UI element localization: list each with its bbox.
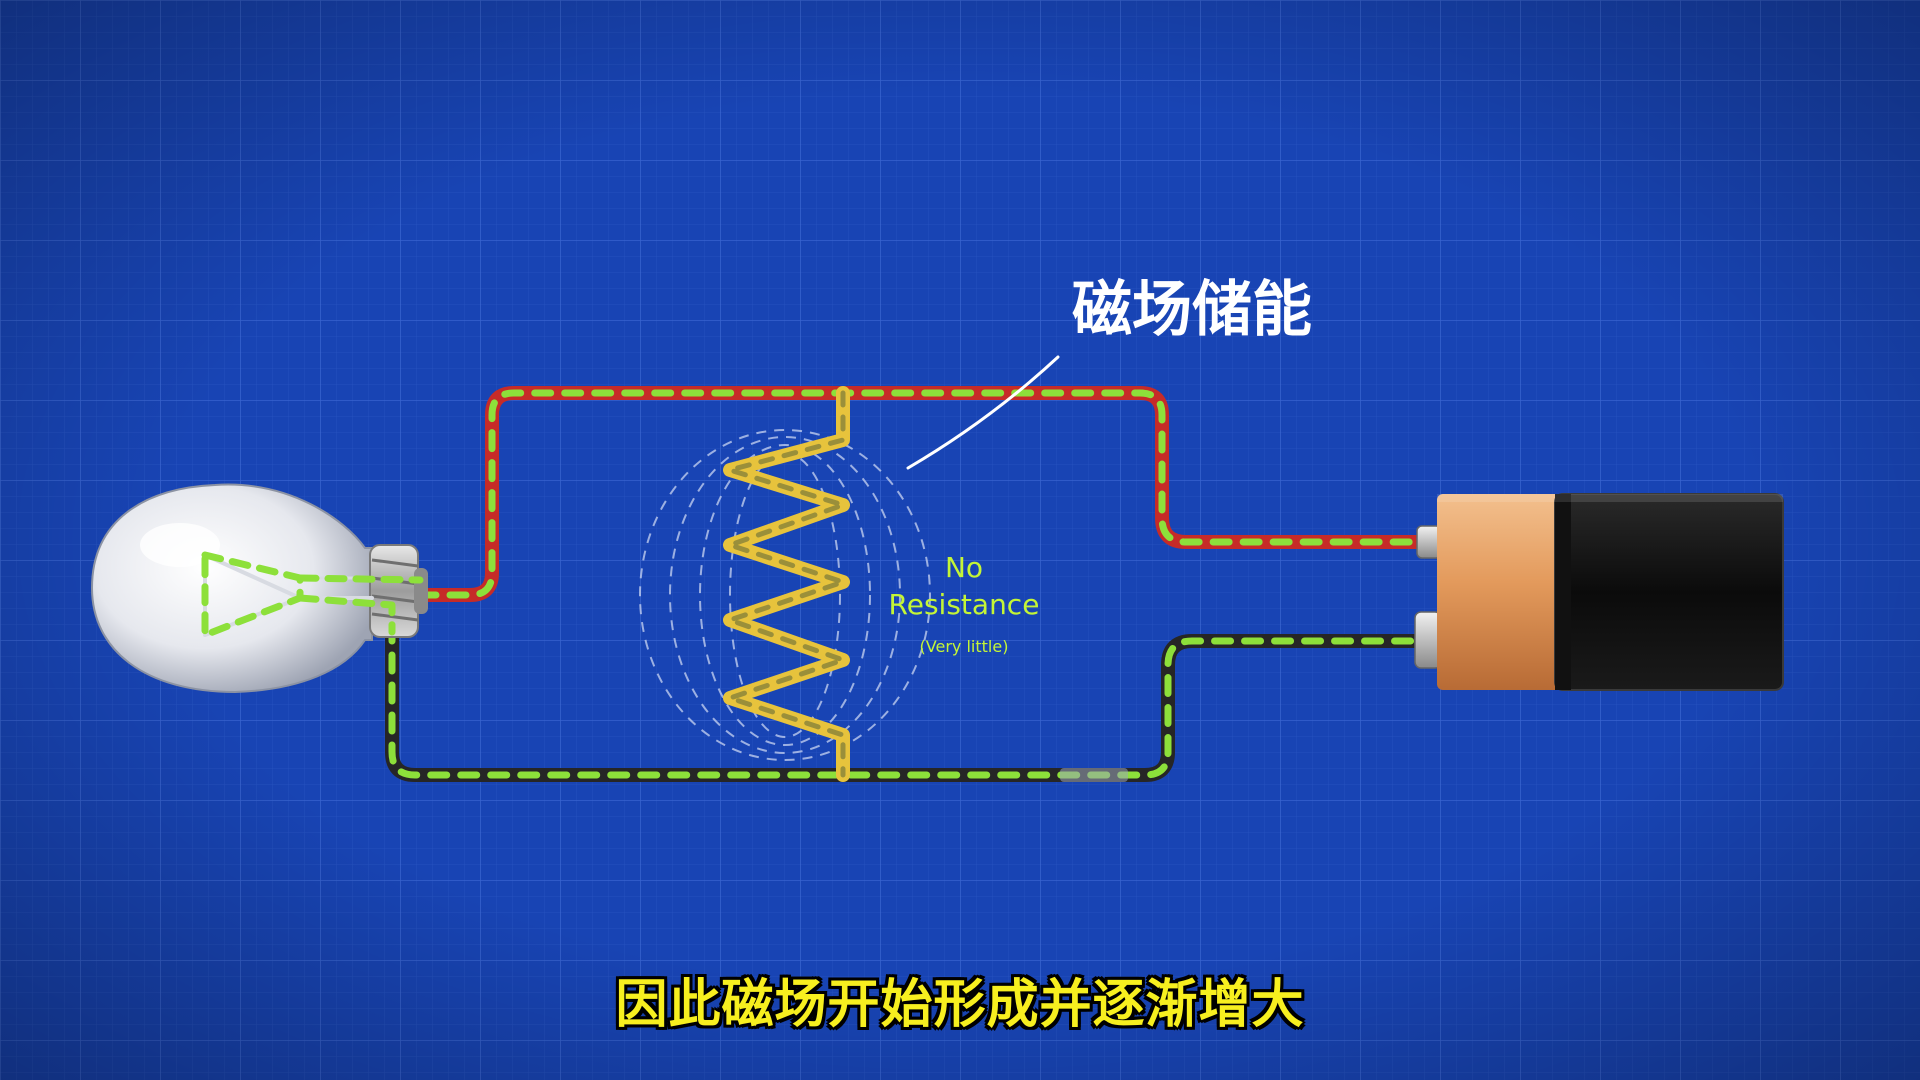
battery-icon bbox=[1414, 493, 1784, 691]
annotation-pointer bbox=[906, 355, 1060, 470]
resistance-note-line1: No bbox=[945, 551, 983, 584]
bulb-filament bbox=[201, 551, 424, 639]
resistance-note-line2: Resistance bbox=[889, 588, 1040, 621]
resistance-note: No Resistance (Very little) bbox=[889, 551, 1040, 656]
light-bulb-icon bbox=[90, 483, 428, 694]
subtitle-caption: 因此磁场开始形成并逐渐增大 bbox=[615, 975, 1305, 1035]
inductor-coil-icon bbox=[723, 386, 850, 782]
annotation-label: 磁场储能 bbox=[1072, 275, 1312, 345]
resistance-note-sub: (Very little) bbox=[920, 637, 1009, 656]
wire-negative bbox=[385, 618, 1432, 782]
wire-positive bbox=[413, 386, 1432, 602]
bulb-screw-base bbox=[369, 544, 428, 638]
